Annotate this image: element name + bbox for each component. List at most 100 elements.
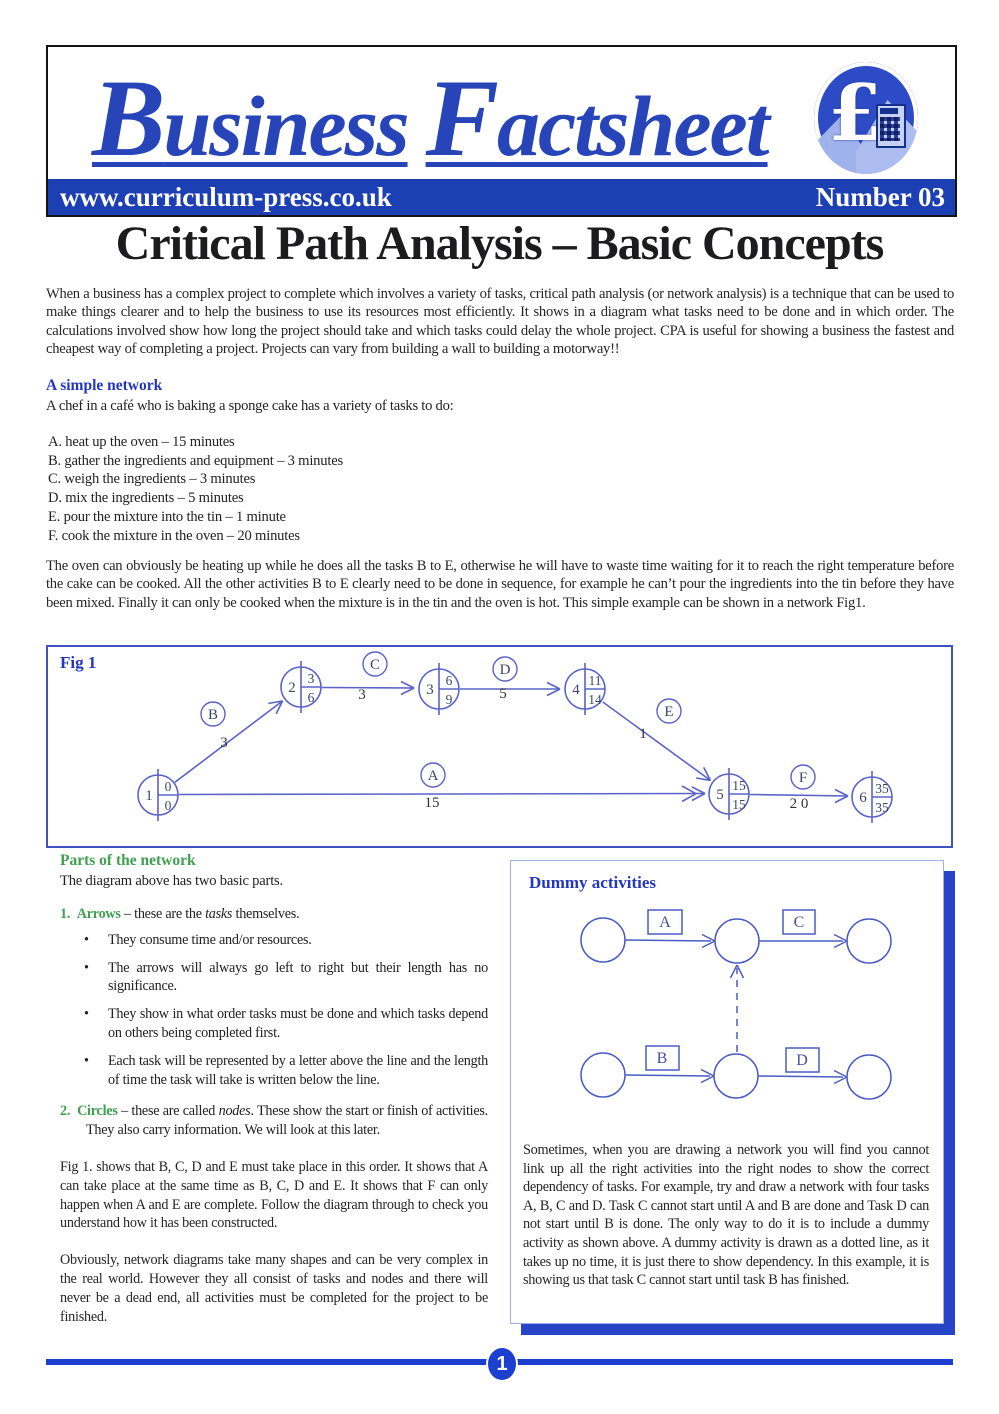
task-item-e: E. pour the mixture into the tin – 1 min… bbox=[48, 508, 286, 525]
numbered-item-circles: 2. Circles – these are called nodes. The… bbox=[60, 1103, 488, 1139]
bullet-item: •The arrows will always go left to right… bbox=[84, 959, 488, 995]
node-1: 1 0 0 bbox=[137, 769, 179, 821]
svg-text:15: 15 bbox=[732, 797, 746, 812]
fig1-explanation-paragraph: Fig 1. shows that B, C, D and E must tak… bbox=[60, 1158, 488, 1232]
task-label-box bbox=[647, 909, 683, 935]
page-number-badge: 1 bbox=[486, 1346, 518, 1382]
svg-text:6: 6 bbox=[859, 790, 867, 806]
task-label-box bbox=[645, 1045, 680, 1071]
svg-text:1: 1 bbox=[145, 788, 153, 804]
numbered-item-arrows: 1. Arrows – these are the tasks themselv… bbox=[60, 906, 300, 922]
task-label-b: B bbox=[657, 1050, 668, 1067]
website-link[interactable]: www.curriculum-press.co.uk bbox=[60, 182, 392, 212]
simple-network-heading: A simple network bbox=[46, 377, 163, 394]
task-label-d: D bbox=[796, 1052, 808, 1069]
svg-text:5: 5 bbox=[716, 787, 724, 803]
calculator-icon bbox=[876, 104, 906, 148]
task-label-a: A bbox=[659, 914, 671, 931]
node-6: 6 35 35 bbox=[851, 771, 893, 823]
svg-text:2: 2 bbox=[288, 680, 296, 696]
edge-F: F 2 0 bbox=[749, 764, 849, 812]
svg-text:3: 3 bbox=[220, 735, 228, 751]
task-label-c: C bbox=[794, 914, 805, 931]
task-item-f: F. cook the mixture in the oven – 20 min… bbox=[48, 527, 300, 544]
page-title: Critical Path Analysis – Basic Concepts bbox=[115, 217, 885, 270]
parts-of-network-section: Parts of the network The diagram above h… bbox=[60, 852, 488, 1326]
header-strip: www.curriculum-press.co.uk Number 03 bbox=[48, 179, 955, 215]
svg-text:6: 6 bbox=[308, 690, 315, 705]
svg-text:35: 35 bbox=[875, 781, 889, 796]
edge-A: A 15 bbox=[178, 762, 706, 811]
pound-calculator-logo-icon: £ bbox=[814, 62, 918, 174]
svg-text:A: A bbox=[428, 768, 439, 784]
svg-text:14: 14 bbox=[588, 692, 602, 707]
svg-text:4: 4 bbox=[572, 682, 580, 698]
svg-text:1: 1 bbox=[639, 726, 647, 742]
dummy-node bbox=[713, 1053, 759, 1099]
task-label-box bbox=[782, 909, 816, 935]
dummy-activities-heading: Dummy activities bbox=[529, 873, 657, 892]
svg-text:15: 15 bbox=[732, 778, 746, 793]
bullet-item: •They show in what order tasks must be d… bbox=[84, 1006, 488, 1041]
bullet-icon: • bbox=[84, 959, 89, 976]
svg-text:9: 9 bbox=[446, 692, 453, 707]
dummy-node bbox=[846, 1054, 892, 1100]
bullet-icon: • bbox=[84, 1006, 89, 1023]
dummy-node bbox=[580, 917, 626, 963]
task-item-a: A. heat up the oven – 15 minutes bbox=[48, 434, 235, 450]
svg-text:E: E bbox=[664, 704, 673, 720]
bullet-icon: • bbox=[84, 931, 89, 948]
bullet-item: •Each task will be represented by a lett… bbox=[84, 1052, 488, 1088]
edge-E: E 1 bbox=[602, 698, 712, 782]
svg-text:3: 3 bbox=[358, 687, 366, 703]
svg-text:F: F bbox=[799, 770, 807, 786]
svg-text:5: 5 bbox=[499, 686, 507, 702]
task-label-box bbox=[785, 1047, 820, 1073]
dummy-node bbox=[580, 1052, 626, 1098]
dummy-activities-paragraph: Sometimes, when you are drawing a networ… bbox=[523, 1142, 929, 1289]
dummy-node bbox=[714, 918, 760, 964]
simple-network-lead: A chef in a café who is baking a sponge … bbox=[46, 398, 454, 414]
node-5: 5 15 15 bbox=[708, 768, 750, 820]
fig1-label: Fig 1 bbox=[60, 653, 97, 672]
svg-text:15: 15 bbox=[425, 795, 440, 811]
edge-D: D 5 bbox=[460, 656, 561, 702]
brand-word-factsheet: Factsheet bbox=[425, 57, 770, 179]
node-4: 4 11 14 bbox=[564, 663, 606, 715]
dummy-node bbox=[846, 918, 892, 964]
dummy-activities-box: Dummy activities A C B D bbox=[510, 860, 944, 1324]
parts-lead: The diagram above has two basic parts. bbox=[60, 873, 283, 889]
svg-text:B: B bbox=[208, 707, 218, 723]
svg-text:D: D bbox=[500, 662, 511, 678]
svg-text:11: 11 bbox=[589, 673, 602, 688]
network-shapes-paragraph: Obviously, network diagrams take many sh… bbox=[60, 1252, 488, 1325]
node-2: 2 3 6 bbox=[280, 661, 322, 713]
svg-text:0: 0 bbox=[165, 798, 172, 813]
brand-word-business: Business bbox=[92, 57, 410, 179]
task-list: A. heat up the oven – 15 minutes B. gath… bbox=[48, 433, 343, 545]
fig1-diagram: Fig 1 B 3 C 3 D 5 bbox=[46, 645, 953, 848]
intro-paragraph: When a business has a complex project to… bbox=[46, 286, 954, 357]
pound-sign-icon: £ bbox=[828, 68, 883, 159]
svg-text:C: C bbox=[370, 657, 380, 673]
bullet-item: •They consume time and/or resources. bbox=[84, 931, 312, 948]
svg-text:2 0: 2 0 bbox=[790, 796, 809, 812]
task-item-d: D. mix the ingredients – 5 minutes bbox=[48, 490, 244, 507]
issue-number: Number 03 bbox=[815, 182, 945, 212]
task-item-c: C. weigh the ingredients – 3 minutes bbox=[48, 471, 256, 488]
svg-text:3: 3 bbox=[426, 682, 434, 698]
dummy-network-svg: A C B D bbox=[580, 909, 892, 1100]
node-3: 3 6 9 bbox=[418, 663, 460, 715]
svg-text:0: 0 bbox=[165, 779, 172, 794]
fig1-network-svg: B 3 C 3 D 5 E 1 bbox=[137, 651, 893, 823]
edge-C: C 3 bbox=[321, 651, 415, 703]
parts-heading: Parts of the network bbox=[60, 852, 196, 869]
bullet-icon: • bbox=[84, 1052, 89, 1069]
oven-paragraph: The oven can obviously be heating up whi… bbox=[46, 558, 954, 611]
svg-text:3: 3 bbox=[308, 671, 315, 686]
svg-text:6: 6 bbox=[446, 673, 453, 688]
task-item-b: B. gather the ingredients and equipment … bbox=[48, 452, 343, 469]
